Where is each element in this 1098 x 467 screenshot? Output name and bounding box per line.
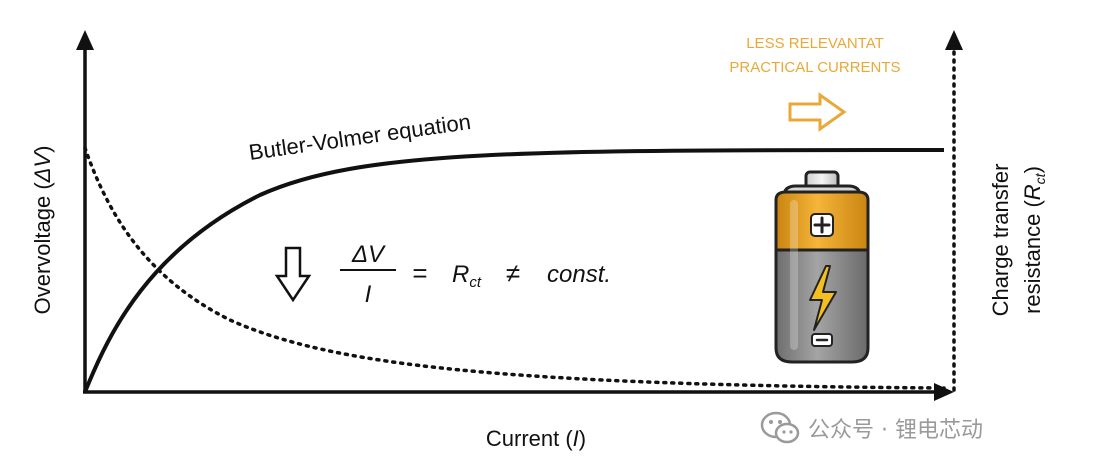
- eq-neq: ≠: [506, 258, 520, 288]
- eq-numerator: ΔV: [351, 241, 386, 268]
- lightning-bolt-icon: [809, 265, 837, 331]
- watermark: 公众号 · 锂电芯动: [760, 410, 983, 446]
- y-axis-left: [76, 30, 94, 392]
- rct-curve: [83, 146, 946, 390]
- eq-equals: =: [412, 258, 427, 288]
- less-relevant-note: LESS RELEVANTAT PRACTICAL CURRENTS: [729, 35, 901, 132]
- plus-icon: [813, 216, 831, 234]
- svg-text:LESS RELEVANTAT: LESS RELEVANTAT: [746, 35, 884, 52]
- butler-volmer-curve: [83, 148, 945, 393]
- eq-denominator: I: [365, 281, 372, 308]
- rct-equation: ΔV I = Rct ≠ const.: [340, 241, 611, 308]
- y-axis-right-label: Charge transfer resistance (Rct): [988, 164, 1048, 317]
- watermark-text: 公众号 · 锂电芯动: [808, 418, 983, 443]
- x-axis-label: Current (I): [486, 426, 586, 451]
- svg-text:PRACTICAL CURRENTS: PRACTICAL CURRENTS: [729, 59, 900, 76]
- svg-text:resistance (Rct): resistance (Rct): [1020, 166, 1048, 314]
- eq-rct: Rct: [452, 261, 482, 291]
- svg-text:Charge transfer: Charge transfer: [988, 164, 1013, 317]
- battery-icon: [774, 170, 870, 364]
- y-axis-left-label: Overvoltage (ΔV): [30, 146, 55, 315]
- y-axis-right: [945, 30, 963, 392]
- eq-const: const.: [547, 261, 611, 288]
- wechat-icon: [760, 411, 800, 444]
- down-arrow-icon: [274, 246, 312, 303]
- right-arrow-icon: [788, 92, 847, 132]
